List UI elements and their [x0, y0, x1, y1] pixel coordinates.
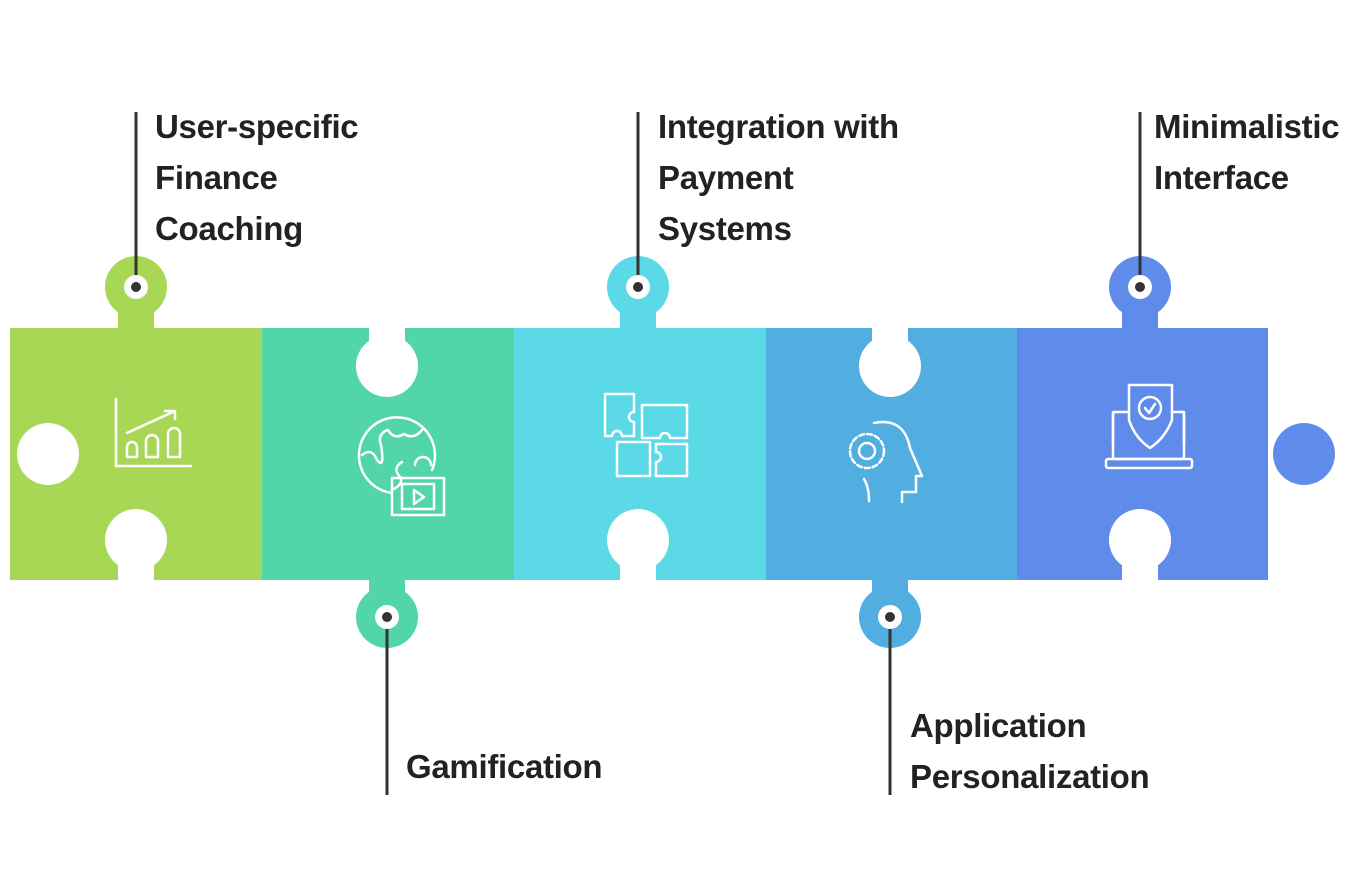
connector-dots	[124, 275, 1152, 629]
step-label-2: Gamification	[406, 741, 603, 792]
step-label-line: Interface	[1154, 159, 1289, 196]
globe-video-icon	[357, 416, 446, 517]
step-label-line: Minimalistic	[1154, 108, 1340, 145]
puzzle-icon	[603, 392, 689, 478]
puzzle-piece-5	[1017, 256, 1335, 580]
step-label-line: Finance	[155, 159, 278, 196]
step-label-line: Personalization	[910, 758, 1150, 795]
step-label-line: Payment	[658, 159, 794, 196]
step-label-line: Systems	[658, 210, 792, 247]
puzzle-holes	[17, 326, 1171, 582]
step-label-1: User-specific Finance Coaching	[155, 101, 359, 254]
step-label-line: Integration with	[658, 108, 899, 145]
step-label-5: Minimalistic Interface	[1154, 101, 1340, 203]
step-label-3: Integration with Payment Systems	[658, 101, 899, 254]
head-gear-icon	[848, 420, 924, 504]
connectors	[134, 112, 1142, 795]
growth-chart-icon	[114, 397, 193, 468]
step-label-line: Application	[910, 707, 1087, 744]
laptop-shield-icon	[1104, 383, 1194, 470]
step-label-line: User-specific	[155, 108, 359, 145]
step-label-line: Coaching	[155, 210, 303, 247]
step-label-line: Gamification	[406, 748, 603, 785]
step-label-4: Application Personalization	[910, 700, 1150, 802]
